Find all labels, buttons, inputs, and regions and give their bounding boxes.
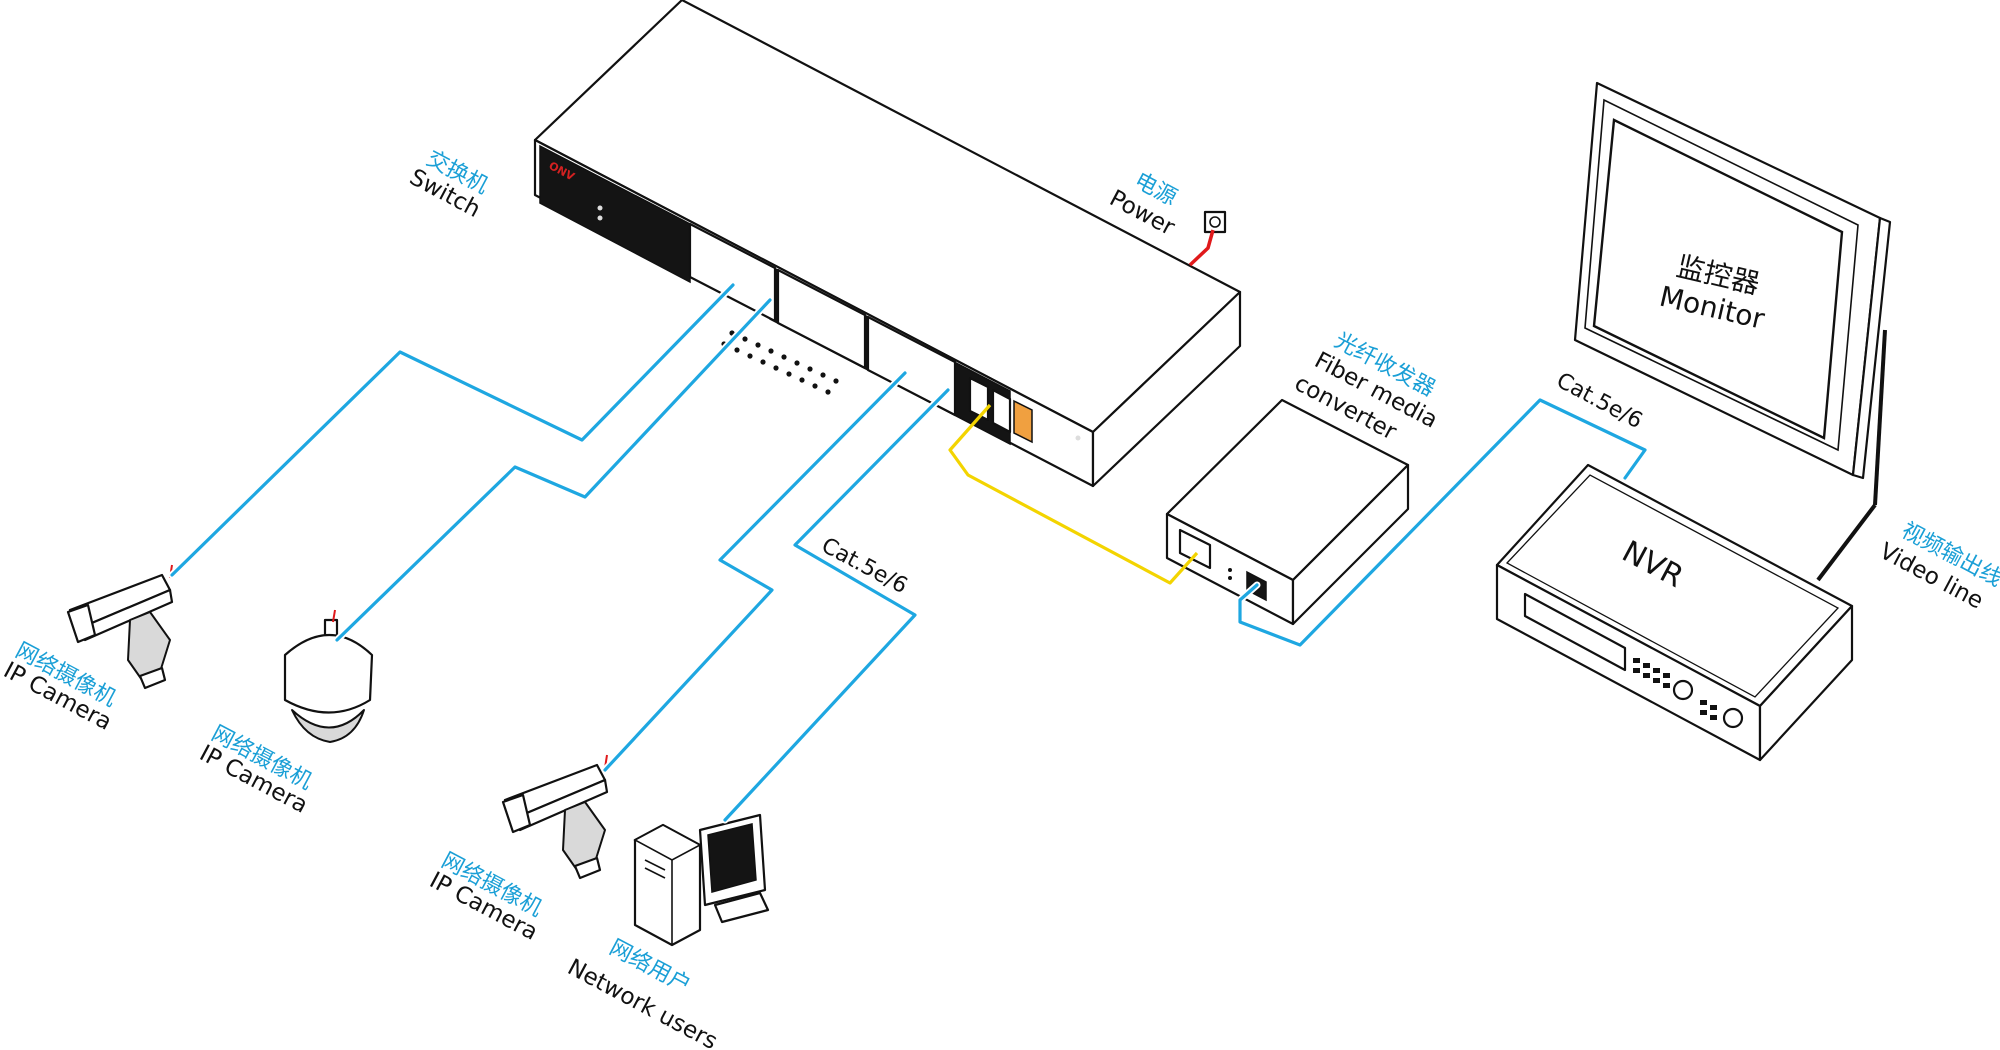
disk-tray xyxy=(1523,592,1627,672)
console-port xyxy=(1013,399,1033,444)
ethernet-cable-converter-to-nvr xyxy=(1236,396,1649,649)
fiber-cable xyxy=(948,403,1199,585)
switch-device: ONV xyxy=(533,0,1242,488)
nvr-device xyxy=(1495,463,1854,762)
sfp-port-1 xyxy=(968,376,990,422)
port-block-1 xyxy=(688,222,777,323)
ip-camera-bullet-2 xyxy=(501,754,609,880)
ethernet-cable-camera-1 xyxy=(168,281,737,579)
label-cat-right: Cat.5e/6 xyxy=(1552,368,1646,434)
fiber-media-converter xyxy=(1165,398,1410,626)
port-block-3 xyxy=(866,315,957,417)
fiber-port xyxy=(1178,528,1212,570)
label-camera-3: 网络摄像机 IP Camera xyxy=(425,848,546,946)
ethernet-cable-camera-2 xyxy=(601,369,909,774)
knob-icon xyxy=(1722,707,1744,729)
ip-camera-dome xyxy=(283,609,374,743)
led-icon xyxy=(1075,435,1081,441)
led-icon xyxy=(597,215,603,221)
ip-camera-bullet-1 xyxy=(66,564,174,690)
label-network-users: 网络用户 Network users xyxy=(563,935,721,1050)
monitor-device xyxy=(1573,81,1892,582)
label-camera-1: 网络摄像机 IP Camera xyxy=(0,638,120,736)
power-outlet xyxy=(1188,210,1227,267)
label-video-line: 视频输出线 Video line xyxy=(1875,518,2000,614)
network-user-pc xyxy=(633,813,770,947)
label-switch: 交换机 Switch xyxy=(405,146,492,223)
led-icon xyxy=(597,205,603,211)
port-block-2 xyxy=(776,268,867,370)
video-output-cable xyxy=(1816,503,1877,582)
nvr-buttons xyxy=(1633,658,1717,720)
ethernet-cable-network-user xyxy=(721,386,952,824)
vent-dots xyxy=(721,330,839,395)
power-cable xyxy=(1188,229,1215,267)
sfp-port-2 xyxy=(991,388,1012,434)
cables xyxy=(168,281,1649,824)
ethernet-cable-dome-camera xyxy=(333,296,774,644)
label-camera-2: 网络摄像机 IP Camera xyxy=(195,721,316,819)
knob-icon xyxy=(1672,679,1694,701)
